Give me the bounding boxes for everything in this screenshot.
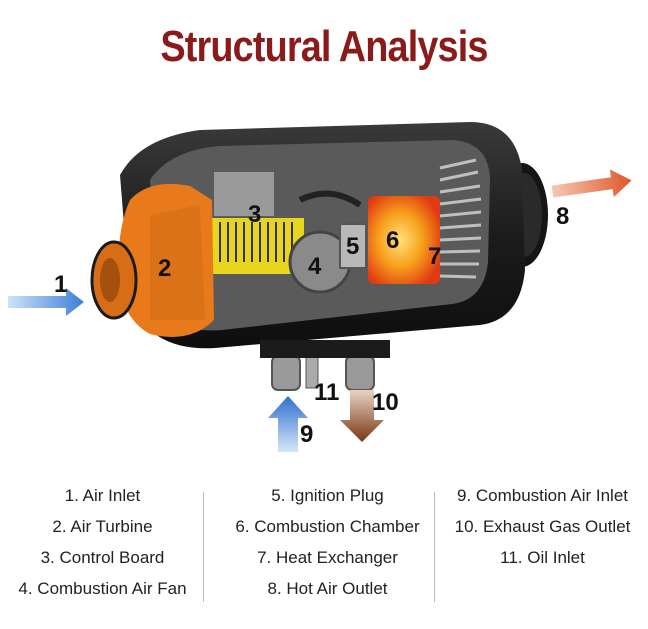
page-title: Structural Analysis (160, 22, 488, 71)
callout-2: 2 (158, 255, 171, 282)
callout-10: 10 (372, 389, 399, 416)
callout-11: 11 (314, 379, 339, 406)
heater-cutaway-diagram: 1 2 3 4 5 6 7 8 9 10 11 (8, 122, 632, 452)
legend-item: 1. Air Inlet (64, 486, 141, 505)
legend-item: 8. Hot Air Outlet (267, 579, 388, 598)
legend-item: 6. Combustion Chamber (235, 517, 420, 536)
control-board-stripes (219, 222, 293, 262)
ignition-plug (339, 223, 367, 269)
combustion-air-inlet-arrow (268, 396, 308, 452)
legend-item: 11. Oil Inlet (500, 548, 585, 567)
heat-exchanger (439, 158, 482, 279)
legend-column-3: 9. Combustion Air Inlet 10. Exhaust Gas … (440, 480, 645, 573)
hot-air-outlet-arrow (551, 169, 632, 198)
wiring (298, 190, 362, 208)
exhaust-gas-outlet-arrow (340, 390, 384, 442)
callout-6: 6 (386, 227, 399, 254)
callout-5: 5 (346, 233, 359, 260)
air-inlet-arrow (8, 288, 84, 316)
legend-column-1: 1. Air Inlet 2. Air Turbine 3. Control B… (10, 480, 195, 604)
legend-item: 5. Ignition Plug (271, 486, 384, 505)
legend-item: 4. Combustion Air Fan (18, 579, 187, 598)
legend-item: 3. Control Board (40, 548, 165, 567)
turbine-shading (150, 205, 205, 320)
callout-7: 7 (428, 243, 441, 270)
base-mount (260, 340, 390, 358)
legend-column-2: 5. Ignition Plug 6. Combustion Chamber 7… (225, 480, 430, 604)
combustion-chamber (368, 196, 440, 284)
callout-9: 9 (300, 421, 313, 448)
callout-4: 4 (308, 253, 322, 280)
callout-1: 1 (54, 271, 67, 298)
legend-divider (434, 492, 435, 602)
exhaust-outlet-pipe (345, 355, 375, 391)
legend-item: 10. Exhaust Gas Outlet (454, 517, 631, 536)
callout-8: 8 (556, 203, 569, 230)
combustion-air-inlet-pipe (271, 355, 301, 391)
motor-block (214, 172, 274, 216)
legend-item: 2. Air Turbine (52, 517, 153, 536)
air-inlet-opening (100, 258, 120, 302)
legend-item: 7. Heat Exchanger (257, 548, 398, 567)
legend-divider (203, 492, 204, 602)
callout-3: 3 (248, 201, 261, 228)
legend-item: 9. Combustion Air Inlet (456, 486, 629, 505)
